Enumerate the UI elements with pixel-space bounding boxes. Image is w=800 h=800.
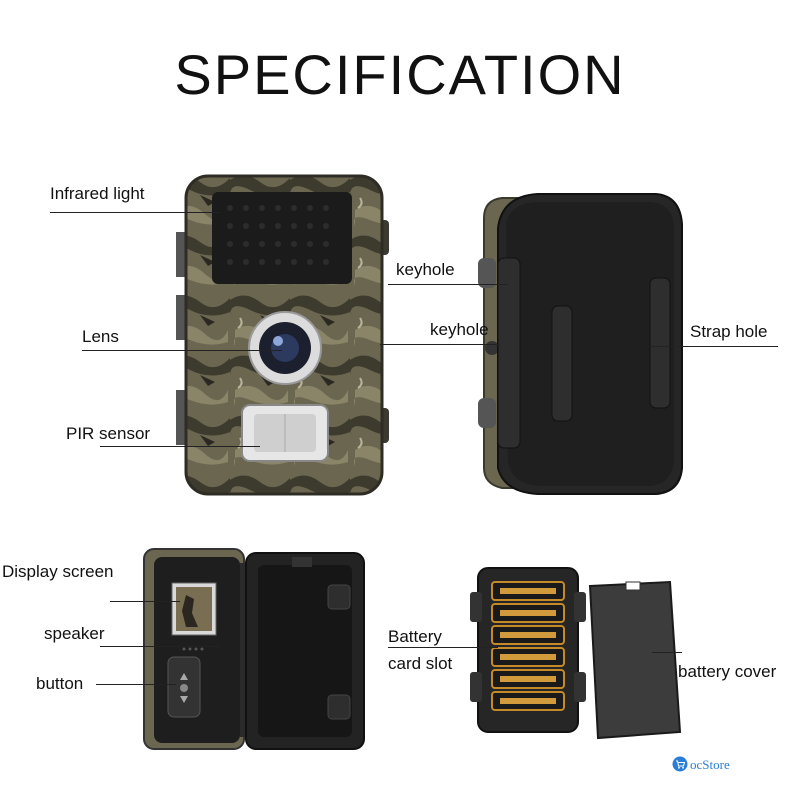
battery-slot-label-line2: card slot xyxy=(388,654,453,673)
battery-cover-label: battery cover xyxy=(678,662,777,681)
keyhole-top-line xyxy=(388,284,508,285)
speaker-line xyxy=(100,646,220,647)
brand-logo-text: ocStore xyxy=(690,757,730,772)
keyhole-mid-label: keyhole xyxy=(430,320,489,339)
shopping-cart-icon xyxy=(672,756,688,772)
keyhole-top-label: keyhole xyxy=(396,260,455,279)
infrared-light-label: Infrared light xyxy=(50,184,145,203)
batteries xyxy=(491,581,565,711)
display-screen-label: Display screen xyxy=(2,562,114,581)
battery-slot-label-line1: Battery xyxy=(388,627,442,646)
camera-open-illustration xyxy=(143,548,365,750)
button-label: button xyxy=(36,674,84,693)
lens-label: Lens xyxy=(82,327,119,346)
button-line xyxy=(96,684,176,685)
battery-cover-line xyxy=(652,652,682,653)
page-title: SPECIFICATION xyxy=(174,43,626,106)
camera-front-illustration xyxy=(176,174,389,496)
pir-sensor-label: PIR sensor xyxy=(66,424,151,443)
speaker-label: speaker xyxy=(44,624,105,643)
keyhole-mid-line xyxy=(380,344,500,345)
lens-line xyxy=(82,350,282,351)
strap-hole-label: Strap hole xyxy=(690,322,768,341)
battery-slot-line xyxy=(388,647,498,648)
camera-back-illustration xyxy=(478,193,683,495)
battery-compartment-illustration xyxy=(470,567,682,740)
strap-hole-line xyxy=(648,346,778,347)
display-screen-line xyxy=(110,601,180,602)
pir-sensor-line xyxy=(100,446,260,447)
infrared-light-line xyxy=(50,212,220,213)
